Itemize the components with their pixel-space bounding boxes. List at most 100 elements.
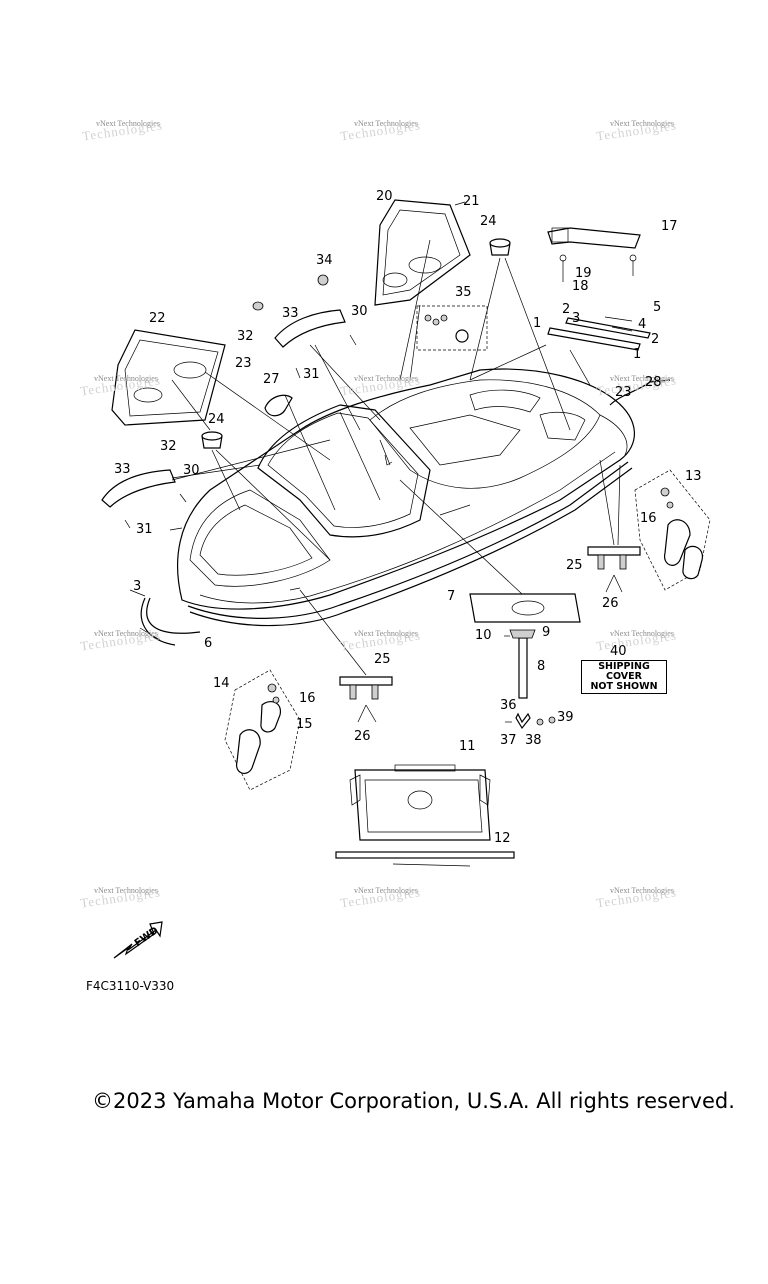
part-label-8: 8 [537,659,546,674]
storage-bin-22 [111,329,226,426]
hardware-bag-35 [416,305,488,351]
watermark-text: vNext Technologies [96,119,160,128]
part-label-9: 9 [542,625,551,640]
watermark-text: vNext Technologies [354,629,418,638]
cleat-25-right [587,546,641,570]
part-label-17: 17 [661,219,678,234]
watermark-text: vNext Technologies [610,119,674,128]
cup-holder-24-top [489,238,511,256]
part-label-22: 22 [149,311,166,326]
part-label-30: 30 [183,463,200,478]
watermark-text: vNext Technologies [610,886,674,895]
part-label-20: 20 [376,189,393,204]
part-label-30: 30 [351,304,368,319]
part-label-34: 34 [316,253,333,268]
part-label-24: 24 [480,214,497,229]
leader-lines [139,239,623,723]
watermark-text: vNext Technologies [354,886,418,895]
part-label-26: 26 [354,729,371,744]
bracket-17 [547,227,641,282]
tie-down-kit-13 [634,469,711,591]
part-label-15: 15 [296,717,313,732]
watermark-text: vNext Technologies [94,886,158,895]
forward-arrow-icon: FWD [113,921,163,959]
tie-down-kit-14 [224,669,301,791]
rails-2-6 [129,589,201,646]
copyright-notice: ©2023 Yamaha Motor Corporation, U.S.A. A… [92,1089,735,1113]
part-label-26: 26 [602,596,619,611]
part-label-6: 6 [204,636,213,651]
part-label-5: 5 [653,300,662,315]
part-label-25: 25 [374,652,391,667]
part-label-14: 14 [213,676,230,691]
part-label-11: 11 [459,739,476,754]
cup-holder-24-left [201,431,223,449]
part-label-40: 40 [610,644,627,659]
grab-handle-30-top [252,274,357,379]
part-label-31: 31 [136,522,153,537]
part-label-33: 33 [114,462,131,477]
part-label-38: 38 [525,733,542,748]
part-label-3: 3 [133,579,142,594]
hatch-7 [469,593,581,623]
part-label-16: 16 [640,511,657,526]
post-8 [504,629,536,699]
clip-36 [505,712,556,730]
part-label-1: 1 [633,347,642,362]
watermark-text: vNext Technologies [610,374,674,383]
part-label-18: 18 [572,279,589,294]
part-label-35: 35 [455,285,472,300]
part-label-2: 2 [562,302,571,317]
watermark-text: vNext Technologies [94,374,158,383]
watermark-text: vNext Technologies [354,119,418,128]
part-label-37: 37 [500,733,517,748]
part-label-32: 32 [160,439,177,454]
part-label-36: 36 [500,698,517,713]
part-label-28: 28 [645,375,662,390]
boat-hull [169,368,635,627]
part-label-16: 16 [299,691,316,706]
diagram-code: F4C3110-V330 [86,979,175,993]
pole-12 [335,851,515,867]
part-label-33: 33 [282,306,299,321]
part-label-31: 31 [303,367,320,382]
watermark-text: vNext Technologies [94,629,158,638]
cable-28 [609,379,671,406]
part-label-23: 23 [615,385,632,400]
rails-1-5 [547,316,651,351]
part-label-4: 4 [638,317,647,332]
watermark-text: vNext Technologies [354,374,418,383]
storage-bin-20 [374,199,471,306]
mirror-27 [264,394,293,417]
part-label-27: 27 [263,372,280,387]
part-label-21: 21 [463,194,480,209]
shipping-cover-line2: NOT SHOWN [590,681,658,692]
part-label-10: 10 [475,628,492,643]
cooler-11 [349,764,491,841]
fwd-label: FWD [133,925,161,949]
part-label-12: 12 [494,831,511,846]
shipping-cover-line1: SHIPPING COVER [598,661,650,682]
part-label-7: 7 [447,589,456,604]
part-label-3: 3 [572,311,581,326]
part-label-23: 23 [235,356,252,371]
part-label-39: 39 [557,710,574,725]
watermark-text: vNext Technologies [610,629,674,638]
part-label-24: 24 [208,412,225,427]
part-label-2: 2 [651,332,660,347]
part-label-13: 13 [685,469,702,484]
part-label-19: 19 [575,266,592,281]
part-label-32: 32 [237,329,254,344]
